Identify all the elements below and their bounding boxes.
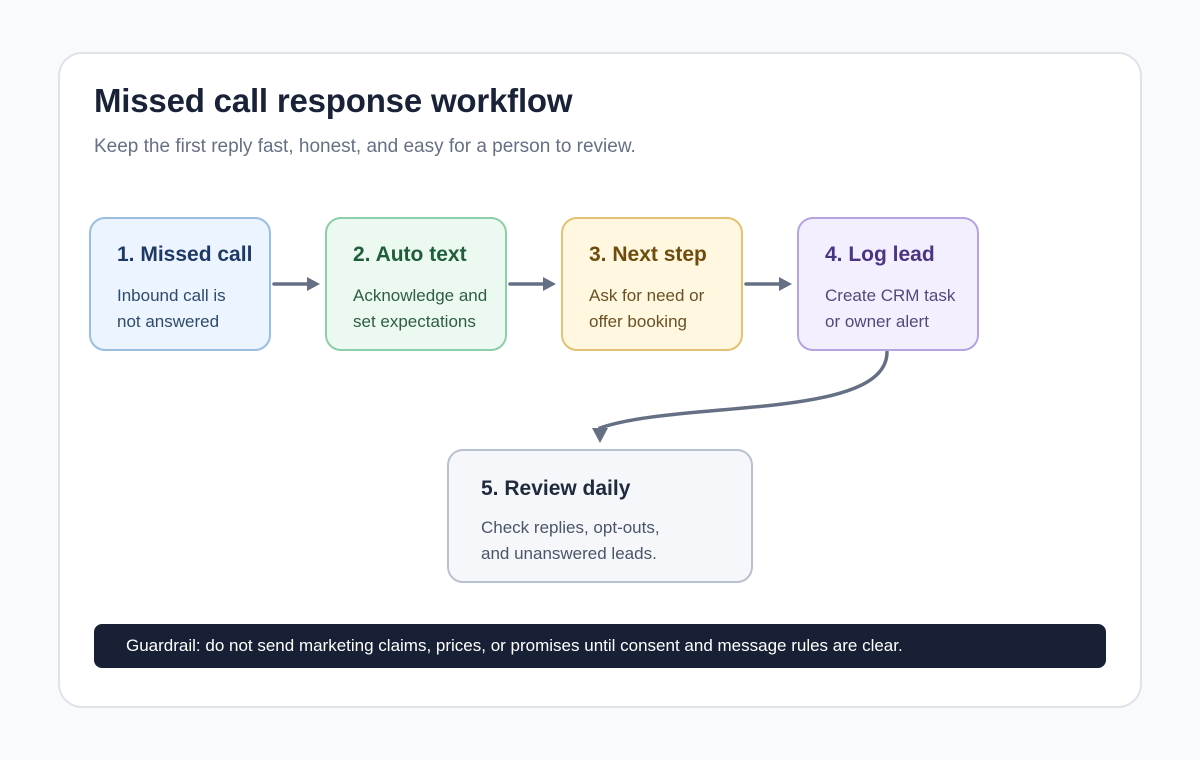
arrow-2-3-head [543,277,556,291]
step-auto-text: 2. Auto text Acknowledge and set expecta… [325,217,507,351]
step-description-line: Check replies, opt-outs, [481,518,660,537]
step-title: 2. Auto text [353,243,467,266]
step-missed-call: 1. Missed call Inbound call is not answe… [89,217,271,351]
page-title: Missed call response workflow [94,82,573,119]
step-description-line: Acknowledge and [353,286,488,305]
step-description: Create CRM task or owner alert [825,283,977,335]
step-description-line: Inbound call is [117,286,226,305]
step-review-daily: 5. Review daily Check replies, opt-outs,… [447,449,753,583]
step-title: 4. Log lead [825,243,935,266]
step-description: Acknowledge and set expectations [353,283,505,335]
step-description-line: or owner alert [825,312,929,331]
step-description-line: not answered [117,312,220,331]
arrow-4-5-head [592,428,608,443]
step-description-line: Ask for need or [589,286,705,305]
arrow-4-5 [598,350,889,435]
step-description-line: offer booking [589,312,687,331]
step-log-lead: 4. Log lead Create CRM task or owner ale… [797,217,979,351]
step-description: Inbound call is not answered [117,283,269,335]
workflow-card [58,52,1142,708]
guardrail-banner: Guardrail: do not send marketing claims,… [94,624,1106,668]
step-description: Ask for need or offer booking [589,283,741,335]
arrow-1-2-head [307,277,320,291]
step-title: 3. Next step [589,243,707,266]
step-description-line: Create CRM task [825,286,956,305]
step-title: 1. Missed call [117,243,253,266]
step-description-line: set expectations [353,312,476,331]
step-title: 5. Review daily [481,477,631,500]
arrow-3-4-head [779,277,792,291]
step-next-step: 3. Next step Ask for need or offer booki… [561,217,743,351]
step-description-line: and unanswered leads. [481,544,657,563]
page-subtitle: Keep the first reply fast, honest, and e… [94,136,636,157]
step-description: Check replies, opt-outs, and unanswered … [481,515,751,567]
